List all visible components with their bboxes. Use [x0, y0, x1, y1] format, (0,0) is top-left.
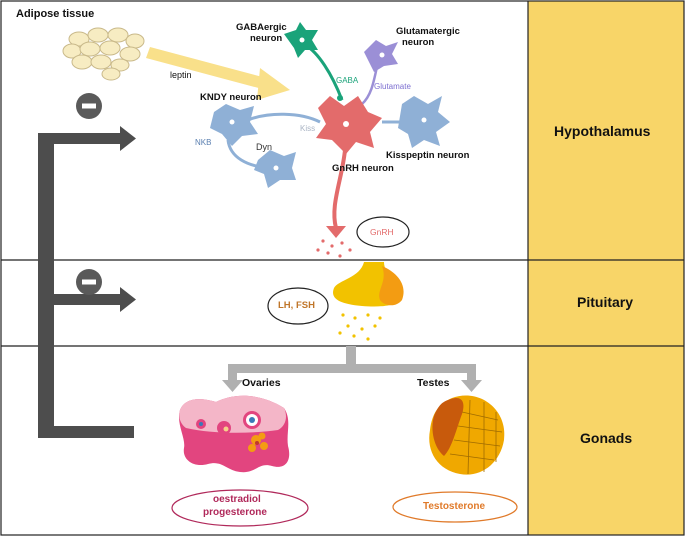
minus-circle-icon — [76, 269, 102, 295]
feedback-hypothalamus-arrowhead — [120, 126, 136, 151]
negative-feedback-arrows — [38, 126, 136, 438]
testosterone-callout — [392, 491, 518, 523]
kndy-neuron-icon — [210, 104, 321, 188]
feedback-pituitary-shaft — [46, 294, 122, 305]
kisspeptin-neuron-icon — [382, 96, 450, 148]
oestradiol-progesterone-callout — [171, 489, 309, 527]
gonad-split-arrows — [222, 346, 482, 392]
gnrh-neuron-icon — [316, 96, 382, 258]
region-side-panel — [528, 1, 684, 535]
inhibition-badge-minus-1 — [82, 103, 96, 109]
testis-icon — [429, 395, 505, 475]
pituitary-gland-icon — [333, 262, 404, 341]
feedback-pituitary-arrowhead — [120, 287, 136, 312]
glutamatergic-neuron-icon — [361, 40, 398, 105]
feedback-gonad-stem — [38, 426, 134, 438]
leptin-arrow — [146, 47, 290, 100]
lh-fsh-callout — [267, 287, 329, 325]
adipose-tissue-icon — [62, 27, 145, 81]
gnrh-callout — [356, 216, 410, 248]
ovary-icon — [179, 395, 290, 473]
gabaergic-neuron-icon — [284, 22, 344, 101]
minus-circle-icon — [76, 93, 102, 119]
feedback-vertical-bar — [38, 133, 54, 438]
feedback-hypothalamus-shaft — [46, 133, 122, 144]
inhibition-badge-minus-2 — [82, 279, 96, 285]
